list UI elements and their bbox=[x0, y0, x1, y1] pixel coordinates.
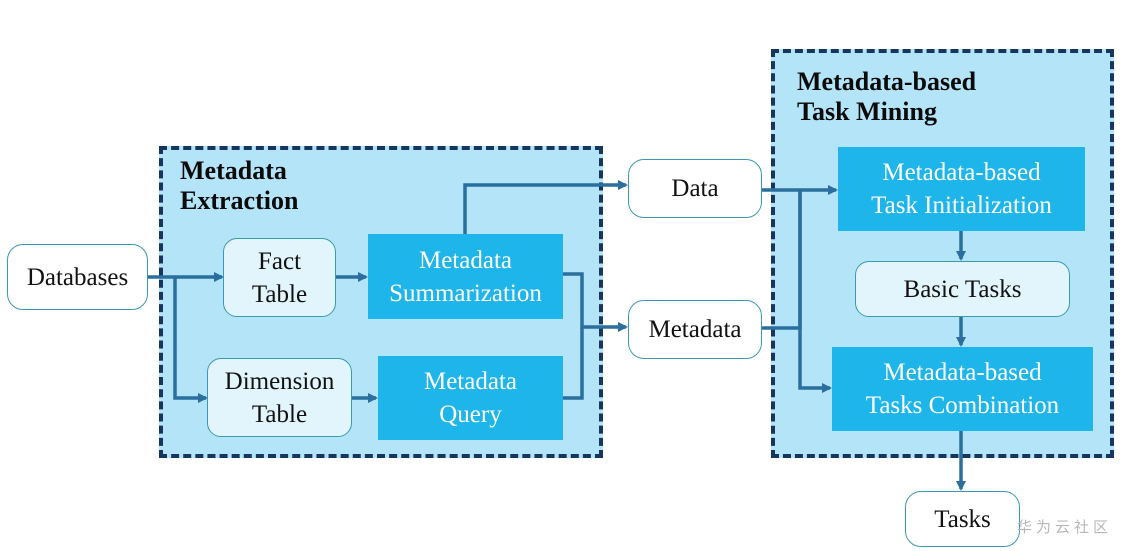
basic-tasks-node: Basic Tasks bbox=[855, 261, 1070, 317]
task-mining-title: Metadata-based Task Mining bbox=[797, 67, 977, 126]
watermark: 华为云社区 bbox=[1017, 518, 1113, 536]
metadata-node: Metadata bbox=[628, 300, 762, 359]
metadata-query-node: Metadata Query bbox=[378, 356, 563, 440]
dimension-table-node: Dimension Table bbox=[207, 358, 352, 437]
data-node: Data bbox=[628, 159, 762, 218]
databases-node: Databases bbox=[7, 244, 148, 310]
tasks-node: Tasks bbox=[905, 491, 1020, 547]
fact-table-node: Fact Table bbox=[223, 238, 336, 317]
metadata-extraction-title: Metadata Extraction bbox=[180, 156, 299, 215]
metadata-summarization-node: Metadata Summarization bbox=[368, 234, 563, 319]
tasks-combination-node: Metadata-based Tasks Combination bbox=[832, 347, 1093, 431]
task-initialization-node: Metadata-based Task Initialization bbox=[838, 147, 1085, 231]
